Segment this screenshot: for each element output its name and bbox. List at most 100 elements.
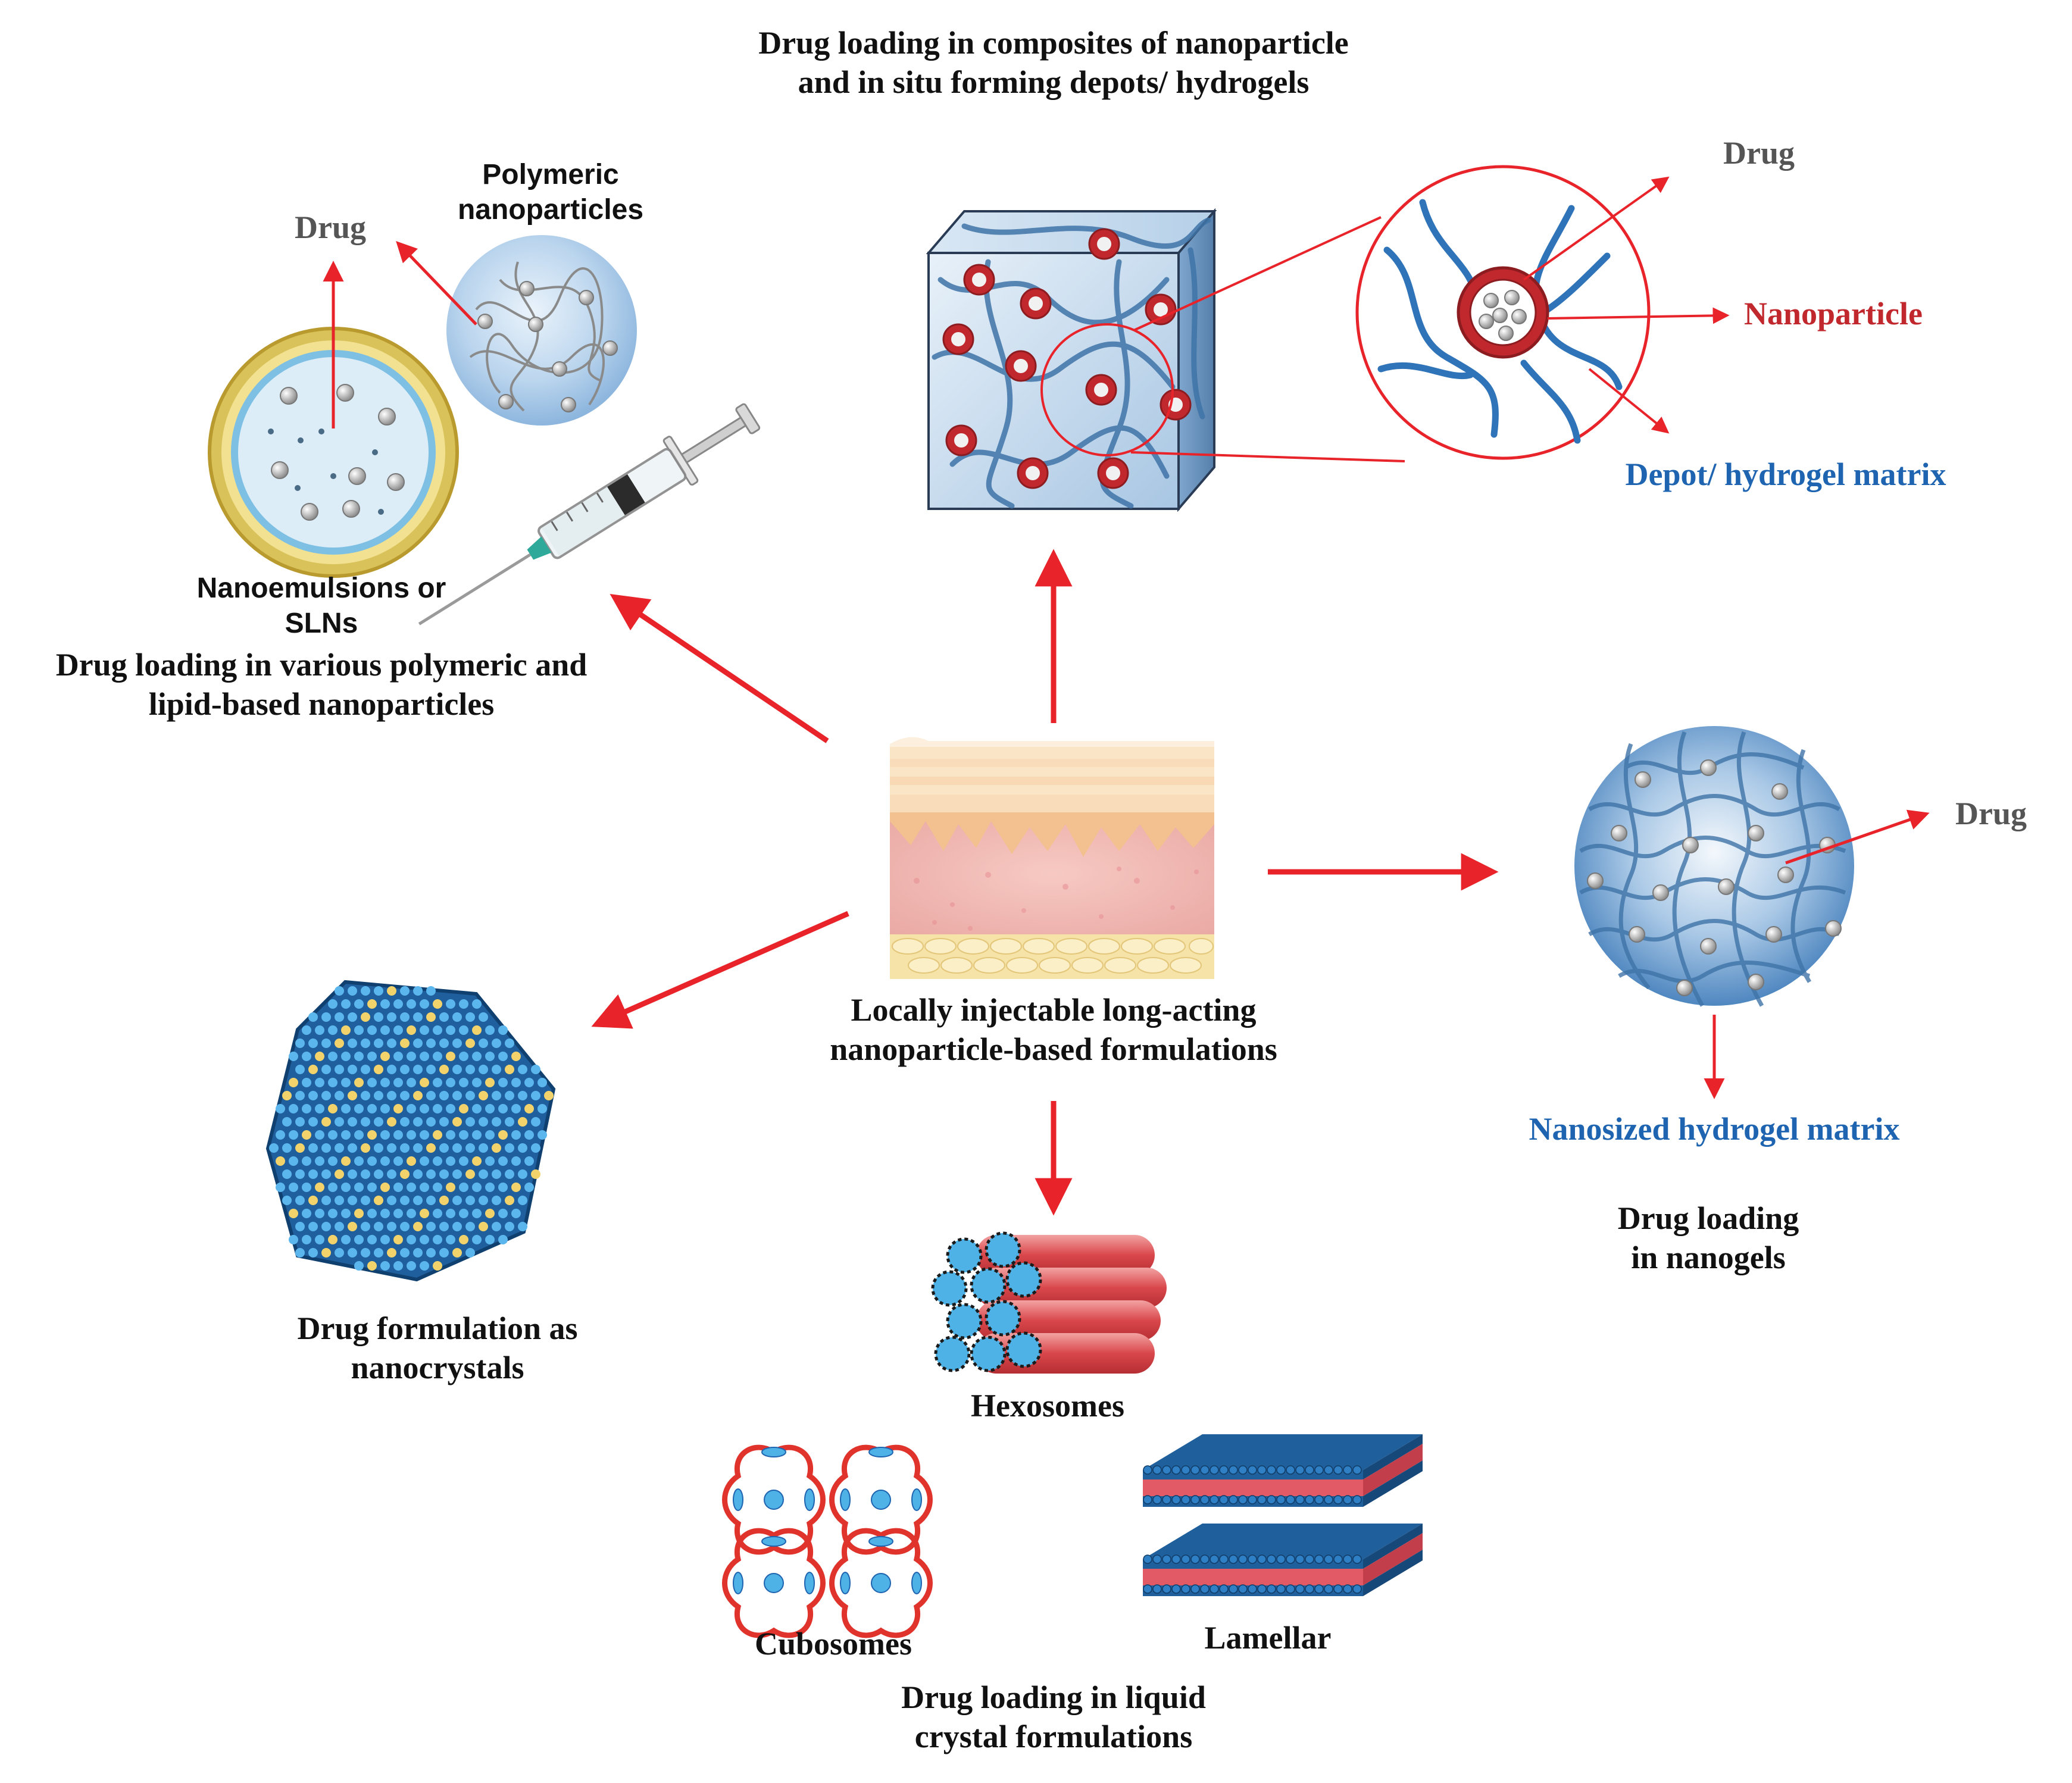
crystal-atom [282,1196,292,1205]
crystal-atom [400,1248,410,1258]
crystal-atom [302,1052,311,1061]
crystal-atom [302,1025,311,1035]
crystal-atom [295,1196,305,1205]
polymeric-line1: Polymeric [482,159,619,190]
crystal-atom [348,1248,357,1258]
crystal-atom [387,1169,396,1179]
crystal-atom [446,1025,455,1035]
lipid-caption-line1: Drug loading in various polymeric and [55,647,587,683]
crystal-atom [413,1012,423,1022]
crystal-atom [472,1130,482,1140]
crystal-atom [420,999,429,1009]
crystal-atom [413,1169,423,1179]
crystal-atom [367,1130,377,1140]
crystal-atom [308,1222,318,1231]
crystal-atom [367,1183,377,1192]
lamellar-headgroup [1181,1554,1190,1564]
lamellar-headgroup [1352,1584,1362,1594]
nanogel-drug-label: Drug [1955,796,2027,831]
lamellar-headgroup [1210,1554,1219,1564]
crystal-atom [472,1078,482,1087]
lamellar-headgroup [1162,1554,1171,1564]
crystal-atom [361,1248,370,1258]
lamellar-headgroup [1352,1554,1362,1564]
crystal-atom [537,1130,547,1140]
crystal-atom [341,1078,351,1087]
crystal-atom [426,1117,436,1127]
depot-drug-label: Drug [1723,135,1795,171]
zoom-lines [1130,216,1405,462]
crystal-atom [400,1117,410,1127]
crystal-atom [433,1235,442,1244]
nanogel-caption-line2: in nanogels [1631,1239,1786,1275]
crystal-atom [361,1169,370,1179]
crystal-atom [282,1091,292,1100]
crystal-atom [426,1065,436,1074]
crystal-atom [321,1038,331,1048]
lamellar-headgroup [1286,1465,1295,1475]
main-arrows [591,549,1499,1216]
crystal-atom [524,1078,534,1087]
lamellar-headgroup [1343,1465,1352,1475]
crystal-atom [433,1183,442,1192]
lamellar-headgroup [1248,1465,1257,1475]
crystal-atom [308,1038,318,1048]
crystal-atom [335,1012,344,1022]
crystal-atom [354,1025,364,1035]
crystal-atom [354,1209,364,1218]
lipid-caption-line2: lipid-based nanoparticles [148,686,495,722]
crystal-atom [315,1052,324,1061]
crystal-atom [452,1169,462,1179]
polymeric-nanoparticle [446,235,637,426]
polymeric-nanoparticles-label: Polymeric nanoparticles [440,158,661,227]
crystal-atom [289,1209,298,1218]
crystal-atom [400,986,410,996]
lamellar-headgroup [1343,1584,1352,1594]
lamellar-headgroup [1171,1584,1181,1594]
lamellar-headgroup [1219,1495,1229,1504]
crystal-atom [289,1183,298,1192]
lamellar-label: Lamellar [1204,1620,1332,1656]
crystal-atom [276,1183,285,1192]
lamellar-headgroup [1171,1495,1181,1504]
crystal-atom [348,1222,357,1231]
crystal-atom [452,1012,462,1022]
crystal-atom [387,1222,396,1231]
lamellar-headgroup [1210,1495,1219,1504]
crystal-atom [380,1104,390,1113]
lamellar-headgroup [1181,1495,1190,1504]
lamellar-headgroup [1267,1584,1276,1594]
crystal-atom [420,1104,429,1113]
crystal-atom [380,1078,390,1087]
crystal-atom [505,1222,514,1231]
crystal-atom [328,1078,337,1087]
crystal-atom [420,1156,429,1166]
center-caption: Locally injectable long-acting nanoparti… [786,991,1321,1069]
crystal-atom [511,1183,521,1192]
crystal-atom [393,1235,403,1244]
crystal-atom [348,1065,357,1074]
crystal-atom [374,1117,383,1127]
crystal-atom [341,1052,351,1061]
crystal-atom [308,1117,318,1127]
crystal-atom [387,1196,396,1205]
crystal-atom [479,1143,488,1153]
lamellar-headgroup [1343,1554,1352,1564]
crystal-atom [498,1025,508,1035]
crystal-atom [308,1248,318,1258]
crystal-atom [400,1065,410,1074]
crystal-atom [393,1156,403,1166]
crystal-atom [426,1038,436,1048]
crystal-atom [524,1130,534,1140]
crystal-atom [289,1235,298,1244]
crystal-atom [348,1143,357,1153]
crystal-atom [465,1169,475,1179]
crystal-atom [367,1209,377,1218]
crystal-atom [380,999,390,1009]
crystal-atom [380,1025,390,1035]
crystal-atom [420,1183,429,1192]
crystal-atom [492,1091,501,1100]
crystal-atom [295,1117,305,1127]
crystal-atom [400,1012,410,1022]
crystal-atom [452,1038,462,1048]
